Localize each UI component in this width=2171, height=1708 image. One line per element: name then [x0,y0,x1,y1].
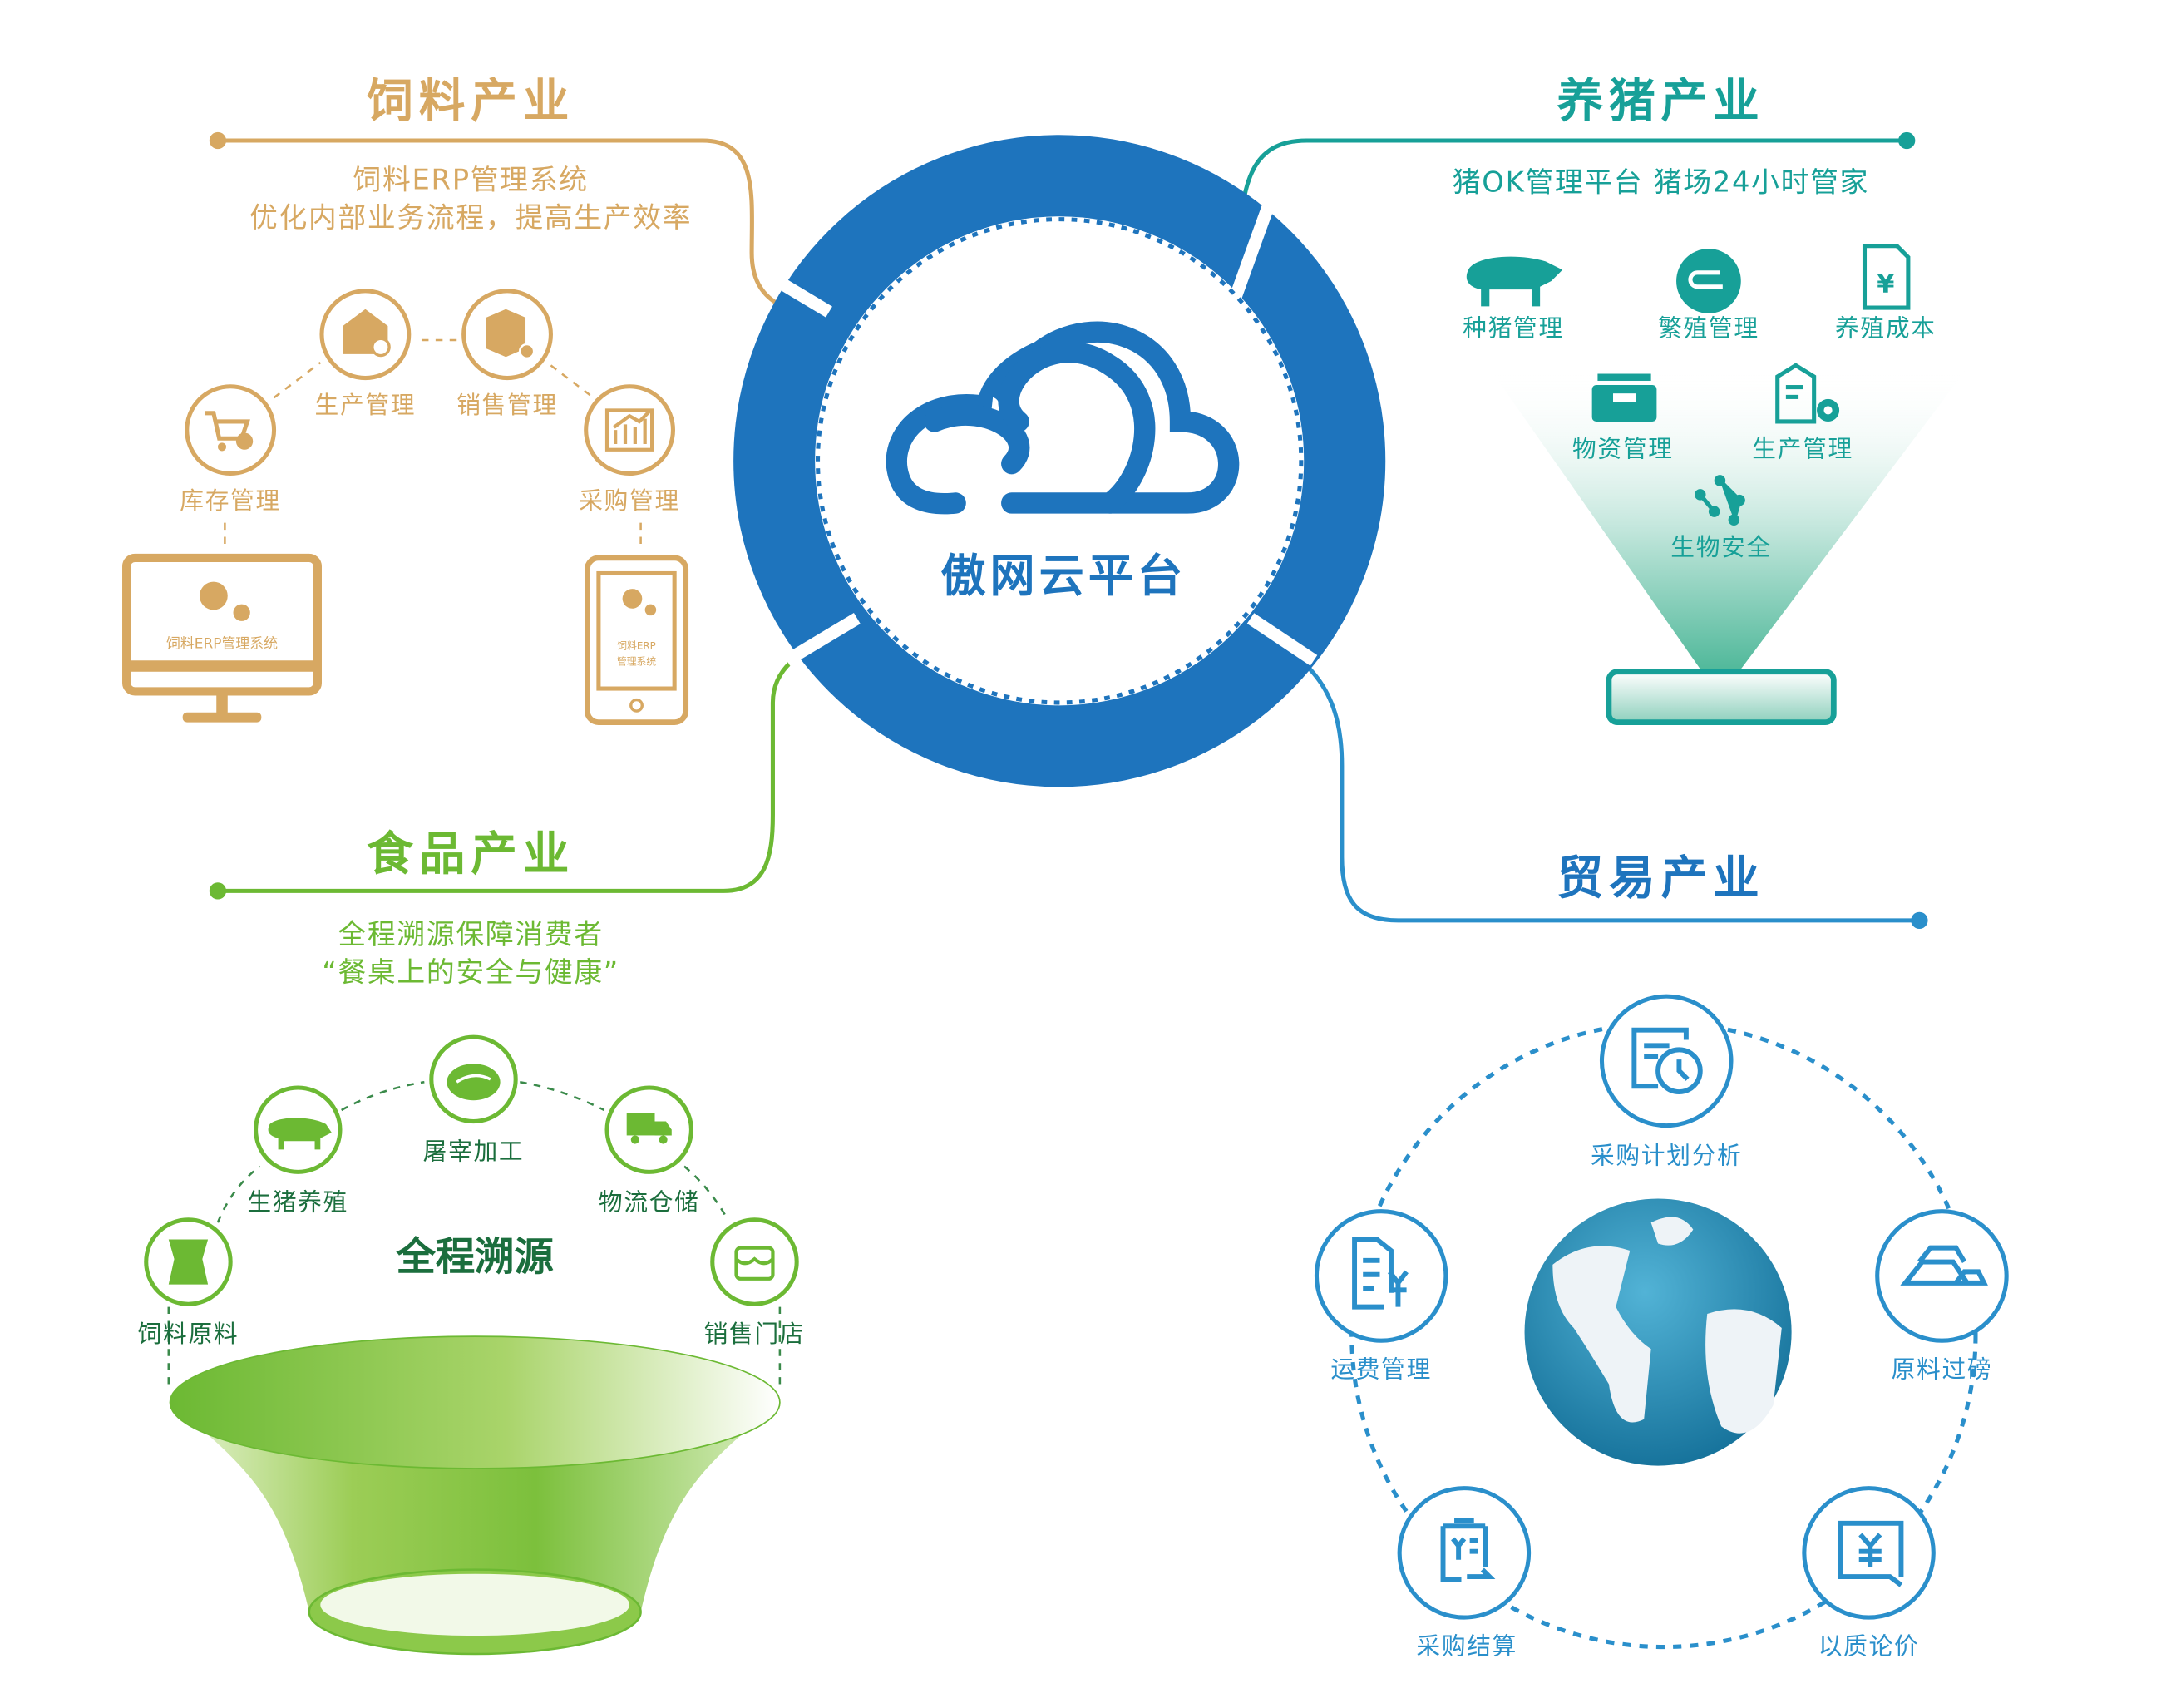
traceability-label: 全程溯源 [396,1233,554,1281]
trade-module-weighing: 原料过磅 [1891,1356,1993,1385]
trade-module-settlement: 采购结算 [1416,1633,1518,1661]
pig-icon [1466,256,1563,307]
pig-connector-line [1236,131,1916,268]
trade-industry-title: 贸易产业 [1557,850,1765,906]
gold-bars-icon [1900,1245,1988,1286]
feed-bag-icon [168,1239,209,1285]
feed-module-purchasing: 采购管理 [579,487,680,516]
feed-industry-title: 饲料产业 [367,72,575,128]
feed-module-production: 生产管理 [314,392,417,421]
pig-module-production: 生产管理 [1752,436,1853,465]
settlement-clipboard-icon [1440,1518,1496,1582]
food-step-retail-store: 销售门店 [703,1320,806,1350]
delivery-truck-icon [626,1113,672,1144]
biosecurity-molecule-icon [1695,475,1745,526]
cart-gear-icon [205,411,254,452]
food-step-circles [144,1034,799,1306]
svg-text:¥: ¥ [1877,269,1894,299]
production-doc-gear-icon [1775,363,1840,424]
food-industry-title: 食品产业 [367,826,575,881]
pig-module-breeding-pig: 种猪管理 [1463,314,1564,343]
feed-subtitle-1: 饲料ERP管理系统 [353,162,589,196]
food-step-feed-material: 饲料原料 [137,1320,239,1350]
feed-module-sales: 销售管理 [456,392,558,421]
monitor-screen-label: 饲料ERP管理系统 [166,636,279,653]
feed-dashed-links [224,338,642,549]
smartphone-base [1606,669,1837,725]
pig-subtitle: 猪OK管理平台 猪场24小时管家 [1452,165,1870,200]
food-step-slaughter: 屠宰加工 [422,1138,525,1167]
platform-title: 傲网云平台 [940,549,1187,603]
projection-beam [1489,368,1967,698]
food-step-logistics: 物流仓储 [598,1189,700,1217]
quality-price-icon [1838,1520,1904,1587]
pig-module-reproduction: 繁殖管理 [1658,314,1759,343]
traceability-bowl [169,1335,781,1656]
phone-screen-label-2: 管理系统 [616,656,657,668]
food-step-hog-farming: 生猪养殖 [247,1189,349,1217]
breeding-cycle-icon [1676,249,1741,313]
pig-module-supplies: 物资管理 [1572,436,1674,465]
warehouse-search-icon [343,309,391,358]
pig-industry-title: 养猪产业 [1557,72,1765,128]
feed-module-circles [185,289,675,476]
food-subtitle-1: 全程溯源保障消费者 [338,916,604,951]
pig-module-cost: 养殖成本 [1835,314,1937,343]
storefront-icon [734,1246,775,1281]
monitor-icon [122,553,322,723]
cost-document-icon: ¥ [1862,244,1911,310]
feed-module-inventory: 库存管理 [180,487,281,516]
supplies-box-icon [1591,373,1657,422]
feed-subtitle-2: 优化内部业务流程，提高生产效率 [249,200,693,234]
chart-icon [604,408,654,452]
meat-steak-icon [447,1064,501,1101]
platform-ring [733,135,1386,787]
pig-module-biosecurity: 生物安全 [1670,534,1772,563]
freight-invoice-icon [1352,1237,1409,1310]
box-gear-icon [486,309,535,360]
food-subtitle-2: “餐桌上的安全与健康” [322,955,620,989]
phone-screen-label-1: 饲料ERP [617,640,656,653]
phone-icon [584,555,689,725]
plan-clock-icon [1631,1027,1703,1095]
trade-module-freight: 运费管理 [1330,1356,1433,1385]
cloud-icon [886,321,1240,515]
trade-module-quality-pricing: 以质论价 [1818,1633,1920,1661]
globe-icon [1524,1198,1792,1466]
trade-module-purchase-plan: 采购计划分析 [1590,1143,1743,1172]
hog-icon [268,1118,332,1150]
